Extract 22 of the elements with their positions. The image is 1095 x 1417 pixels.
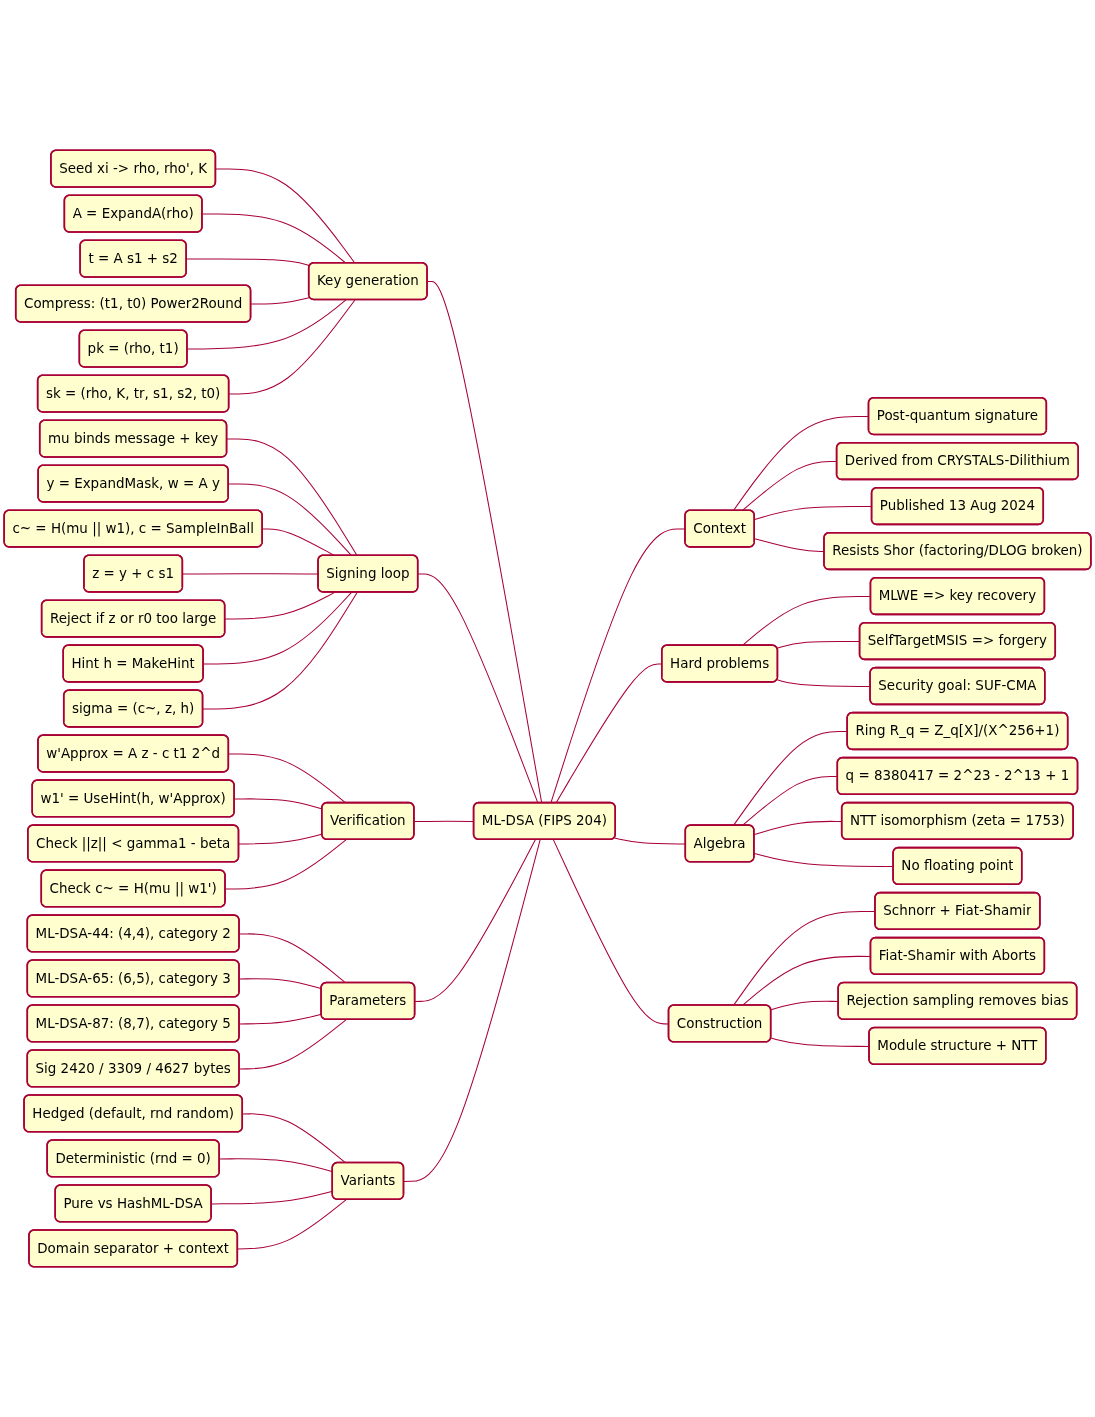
- connector: [403, 839, 541, 1182]
- connector: [224, 591, 336, 620]
- connector: [238, 833, 323, 845]
- connector: [228, 299, 356, 395]
- connector: [239, 1019, 347, 1070]
- connector: [237, 1199, 347, 1250]
- connector: [215, 168, 356, 264]
- connector: [226, 438, 358, 557]
- connector: [186, 258, 311, 267]
- connector: [201, 213, 347, 264]
- connector: [228, 483, 353, 557]
- connector: [250, 297, 311, 305]
- connector: [203, 591, 353, 665]
- connector: [417, 573, 539, 804]
- connector: [202, 591, 358, 710]
- connector: [242, 1113, 347, 1164]
- connector: [228, 753, 347, 804]
- connector: [239, 933, 347, 984]
- connector: [225, 839, 347, 890]
- connector: [414, 839, 536, 1002]
- connector: [186, 299, 347, 350]
- connector: [427, 281, 543, 804]
